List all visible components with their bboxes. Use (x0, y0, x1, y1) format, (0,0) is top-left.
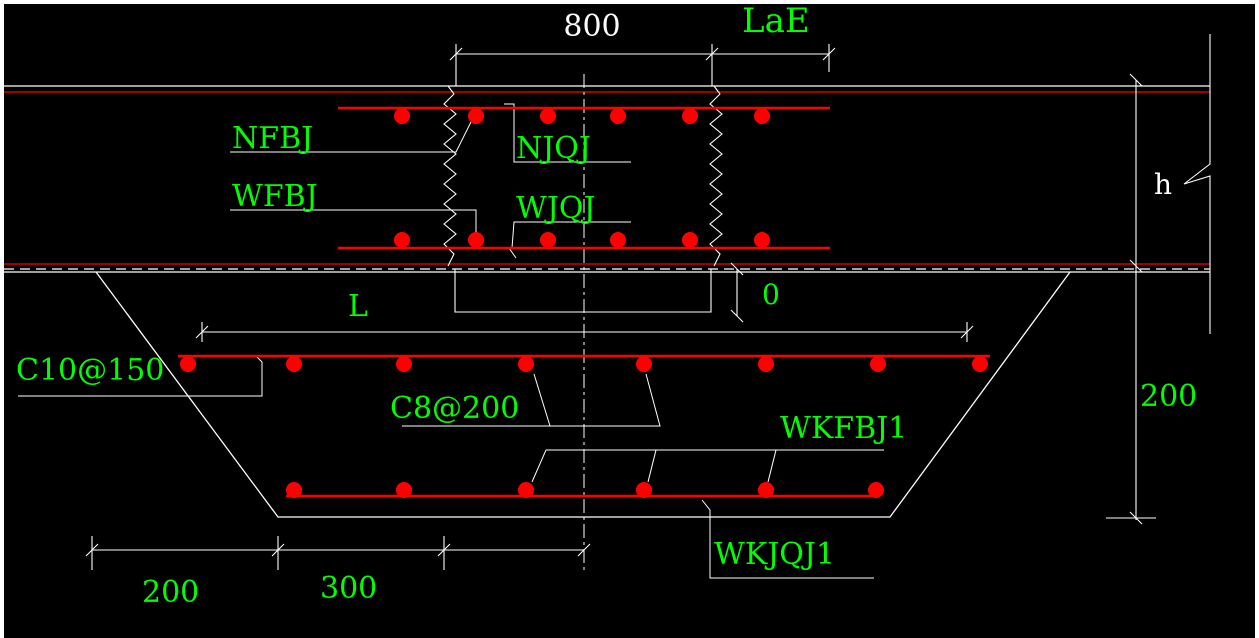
slab-red-lines (4, 91, 1210, 265)
rebar-dot (286, 482, 302, 498)
rebar-dot (868, 482, 884, 498)
bottom-dimension (85, 536, 591, 570)
label-c10: C10@150 (16, 353, 164, 388)
rebar-dot (636, 356, 652, 372)
label-wkjqj: WKJQJ1 (714, 537, 835, 572)
label-wfbj: WFBJ (232, 179, 318, 214)
dim-anchorage-label: LaE (742, 4, 810, 41)
rebar-dot (636, 482, 652, 498)
rebar-dot (180, 356, 196, 372)
rebar-dot (540, 232, 556, 248)
span-dimension (195, 322, 974, 342)
rebar-dot (610, 232, 626, 248)
rebar-dot (468, 108, 484, 124)
rebar-dot (468, 232, 484, 248)
dim-depth-label: 200 (1140, 379, 1197, 414)
offset-dimension (730, 262, 744, 323)
label-wjqj: WJQJ (516, 191, 595, 226)
rebar-dots (180, 108, 988, 498)
cad-drawing-area[interactable]: 800 LaE h 0 L 200 200 300 NFBJ NJQJ WFBJ… (4, 4, 1255, 638)
rebar-dot (972, 356, 988, 372)
offset-box (454, 269, 712, 313)
pit-outline (95, 271, 1071, 518)
rebar-dot (682, 232, 698, 248)
dim-top-width-label: 800 (563, 9, 620, 44)
rebar-dot (540, 108, 556, 124)
label-c8: C8@200 (390, 391, 519, 426)
rebar-dot (396, 356, 412, 372)
slab-outline (4, 85, 1210, 273)
dim-bottom-mid-label: 300 (320, 571, 377, 606)
dim-offset-label: 0 (762, 278, 780, 311)
rebar-dot (286, 356, 302, 372)
rebar-dot (754, 108, 770, 124)
rebar-dot (758, 482, 774, 498)
rebar-dot (758, 356, 774, 372)
label-njqj: NJQJ (516, 131, 591, 166)
top-dimension (449, 44, 836, 86)
rebar-dot (518, 356, 534, 372)
label-wkfbj: WKFBJ1 (780, 411, 907, 446)
dim-span-label: L (348, 289, 368, 324)
text-labels: 800 LaE h 0 L 200 200 300 NFBJ NJQJ WFBJ… (16, 4, 1197, 610)
dim-thickness-label: h (1154, 168, 1172, 201)
dim-bottom-left-label: 200 (142, 575, 199, 610)
break-line-right (709, 85, 723, 267)
rebar-dot (518, 482, 534, 498)
rebar-dot (870, 356, 886, 372)
rebar-dot (396, 482, 412, 498)
rebar-dot (610, 108, 626, 124)
right-dimension (1106, 34, 1211, 525)
rebar-dot (682, 108, 698, 124)
rebar-dot (394, 232, 410, 248)
break-line-left (443, 85, 457, 267)
rebar-dot (754, 232, 770, 248)
rebar-dot (394, 108, 410, 124)
rebar-lines (178, 106, 990, 498)
label-nfbj: NFBJ (232, 121, 313, 156)
section-drawing: 800 LaE h 0 L 200 200 300 NFBJ NJQJ WFBJ… (4, 4, 1211, 610)
